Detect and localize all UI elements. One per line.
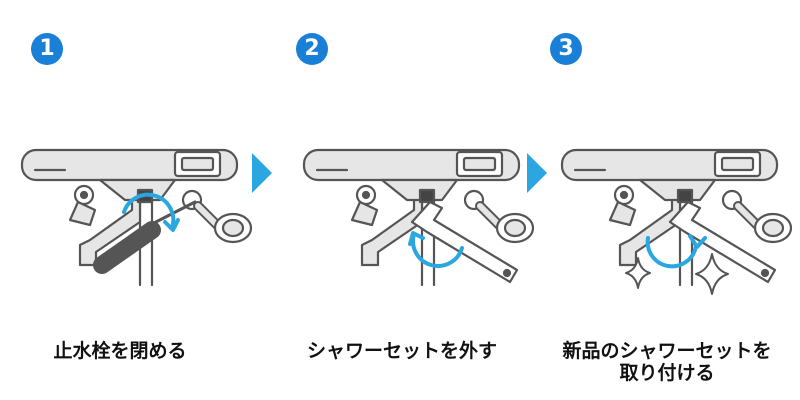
step-3: 3 xyxy=(540,0,800,400)
faucet-illustration xyxy=(560,148,793,295)
sparkle-icon xyxy=(625,253,729,295)
triangle-right-arrow-icon xyxy=(252,153,272,193)
faucet-illustration xyxy=(20,148,253,287)
step-number-badge: 1 xyxy=(31,33,63,65)
circular-arrow-icon xyxy=(645,234,707,269)
triangle-right-arrow-icon xyxy=(527,153,547,193)
circular-arrow-icon xyxy=(408,231,464,268)
step-2: 2 シャワ xyxy=(282,0,542,400)
step-number-badge: 2 xyxy=(296,33,328,65)
wrench-icon xyxy=(668,200,777,284)
step-1: 1 xyxy=(0,0,260,400)
step-caption: 止水栓を閉める xyxy=(53,340,187,362)
step-caption: 新品のシャワーセットを 取り付ける xyxy=(562,340,772,384)
circular-arrow-icon xyxy=(122,192,180,232)
step-caption: シャワーセットを外す xyxy=(306,340,497,362)
faucet-illustration xyxy=(302,148,535,287)
step-number-badge: 3 xyxy=(550,33,582,65)
wrench-icon xyxy=(410,200,519,284)
